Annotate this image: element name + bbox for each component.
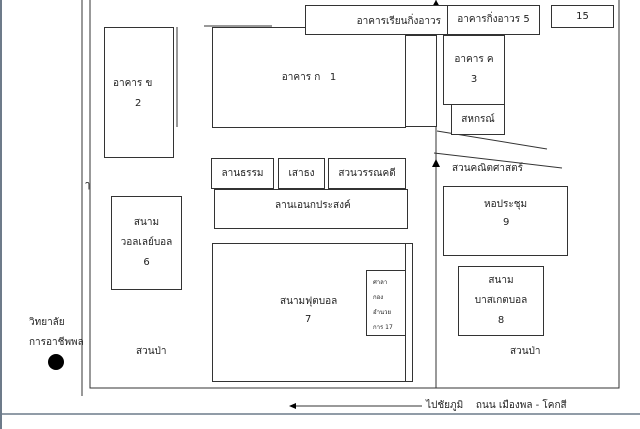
forest-label: สวนป่า: [510, 346, 541, 357]
multipurpose-yard: ลานเอนกประสงค์: [214, 189, 408, 229]
literature-garden: สวนวรรณคดี: [328, 158, 406, 189]
arrow-up-icon: [432, 159, 440, 167]
building-b: อาคาร ข 2: [104, 27, 174, 158]
road-label: ไปชัยภูมิ ถนน เมืองพล - โคกสี: [426, 400, 567, 411]
label: สนาม: [488, 275, 514, 286]
label: 15: [576, 10, 589, 22]
number: 9: [503, 217, 510, 228]
campus-boundary: [89, 0, 620, 389]
building-a: อาคาร ก 1: [212, 27, 406, 128]
label: หอประชุม: [484, 199, 528, 210]
college-label: การอาชีพพล: [29, 337, 84, 348]
label: อาคารกิ่งอาวร 5: [457, 14, 530, 25]
label: การ 17: [373, 324, 393, 331]
cooperative-store: สหกรณ์: [451, 104, 505, 135]
basketball-court: สนามบาสเกตบอล 8: [458, 266, 544, 336]
number: 1: [329, 71, 337, 83]
building-15: 15: [551, 5, 614, 28]
label: ลานธรรม: [221, 167, 264, 179]
flagpole: เสาธง: [278, 158, 325, 189]
label: วอลเลย์บอล: [120, 237, 173, 248]
label: สวนวรรณคดี: [338, 167, 396, 179]
football-field: สนามฟุตบอล 7 ศาลา กอง อำนวย การ 17: [212, 243, 413, 382]
label: อำนวย: [373, 309, 391, 316]
label: สนามฟุตบอล: [280, 296, 338, 307]
label: บาสเกตบอล: [474, 295, 528, 306]
building-5: อาคารกิ่งอาวร 5: [447, 5, 540, 35]
label: สนาม: [133, 217, 160, 228]
walkway-box: [405, 35, 437, 127]
teaching-building-strip: อาคารเรียนกิ่งอาวร: [305, 5, 448, 35]
number: 7: [305, 314, 312, 325]
label: อาคาร ข: [113, 78, 153, 89]
label: อาคาร ก: [281, 71, 321, 83]
building-c: อาคาร ค 3: [443, 35, 505, 105]
forest-label: สวนป่า: [136, 346, 167, 357]
assembly-hall: หอประชุม 9: [443, 186, 568, 256]
label: เสาธง: [288, 167, 315, 179]
dharma-yard: ลานธรรม: [211, 158, 274, 189]
label: อาคารเรียนกิ่งอาวร: [356, 16, 441, 27]
side-mark: ๅ: [85, 180, 90, 191]
label: อาคาร ค: [454, 54, 494, 65]
arrow-left-icon: [289, 403, 296, 409]
pavilion-17: ศาลา กอง อำนวย การ 17: [366, 270, 406, 336]
label: ศาลา: [373, 279, 388, 286]
label: สหกรณ์: [461, 113, 495, 125]
number: 6: [143, 257, 150, 268]
path-line: [433, 152, 563, 169]
number: 2: [135, 98, 142, 109]
number: 3: [470, 74, 478, 85]
volleyball-court: สนามวอลเลย์บอล 6: [111, 196, 182, 290]
label: กอง: [373, 294, 384, 301]
college-marker-icon: [48, 354, 64, 370]
college-label: วิทยาลัย: [29, 317, 65, 328]
number: 8: [497, 315, 505, 326]
label: ลานเอนกประสงค์: [275, 200, 351, 211]
math-garden-label: สวนคณิตศาสตร์: [452, 163, 523, 174]
